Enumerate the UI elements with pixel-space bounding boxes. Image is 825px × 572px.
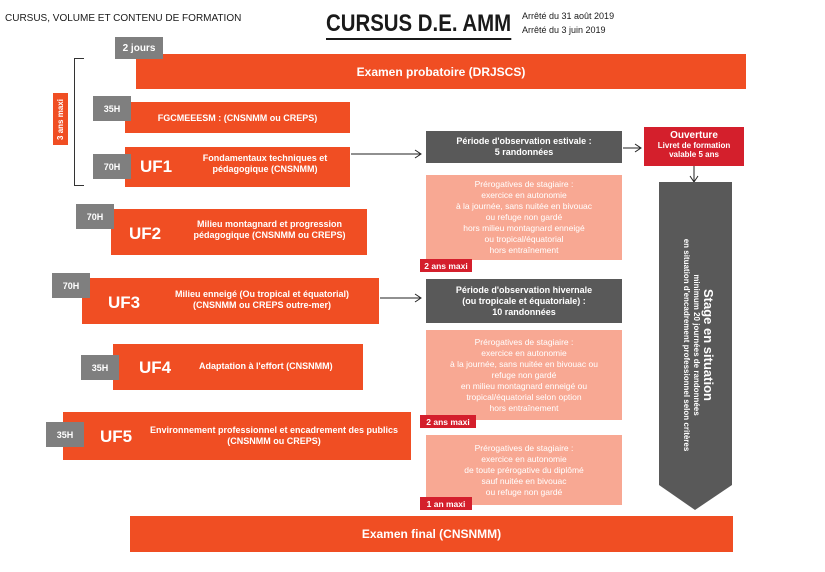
- uf5-label: Environnement professionnel et encadreme…: [149, 425, 399, 446]
- uf1-label: Fondamentaux techniques et pédagogique (…: [202, 153, 328, 174]
- exam-probatoire: Examen probatoire (DRJSCS): [136, 54, 746, 89]
- date-2: Arrêté du 3 juin 2019: [522, 25, 606, 35]
- uf1-box: UF1 Fondamentaux techniques et pédagogiq…: [125, 147, 350, 187]
- prerog1-box: Prérogatives de stagiaire : exercice en …: [426, 175, 622, 260]
- date-1: Arrêté du 31 août 2019: [522, 11, 615, 21]
- obs-hivernale-box: Période d'observation hivernale (ou trop…: [426, 279, 622, 323]
- exam-final: Examen final (CNSNMM): [130, 516, 733, 552]
- uf3-label: Milieu enneigé (Ou tropical et équatoria…: [174, 289, 350, 310]
- exam-probatoire-hours: 2 jours: [115, 37, 163, 59]
- page-title: CURSUS D.E. AMM: [326, 10, 512, 40]
- prerog3-box: Prérogatives de stagiaire : exercice en …: [426, 435, 622, 505]
- arrow-head-uf3: [414, 293, 422, 303]
- arrow-head-uf1: [414, 149, 422, 159]
- prerog3-badge: 1 an maxi: [420, 497, 472, 510]
- uf4-hours: 35H: [81, 355, 119, 380]
- prerog2-badge: 2 ans maxi: [420, 415, 476, 428]
- uf1-hours: 70H: [93, 154, 131, 179]
- uf3-hours: 70H: [52, 273, 90, 298]
- obs-estivale-box: Période d'observation estivale : 5 rando…: [426, 131, 622, 163]
- uf5-hours: 35H: [46, 422, 84, 447]
- uf5-box: UF5 Environnement professionnel et encad…: [63, 412, 411, 460]
- stage-line1: minimum 20 journées de randonnées: [692, 274, 701, 416]
- ouverture-box: Ouverture Livret de formation valable 5 …: [644, 127, 744, 166]
- stage-arrow-shape: [659, 182, 732, 510]
- uf1-code: UF1: [140, 157, 173, 176]
- uf4-code: UF4: [139, 358, 172, 377]
- stage-title: Stage en situation: [701, 289, 716, 401]
- header-top-left: CURSUS, VOLUME ET CONTENU DE FORMATION: [5, 13, 242, 24]
- ouverture-sub: Livret de formation valable 5 ans: [657, 141, 731, 159]
- prerog1-badge: 2 ans maxi: [420, 259, 472, 272]
- prerog2-box: Prérogatives de stagiaire : exercice en …: [426, 330, 622, 420]
- ouverture-title: Ouverture: [670, 130, 718, 141]
- fgcme-hours: 35H: [93, 96, 131, 121]
- uf5-code: UF5: [100, 427, 133, 446]
- stage-line2: en situation d'encadrement professionnel…: [682, 238, 691, 452]
- stage-text: Stage en situation minimum 20 journées d…: [675, 195, 716, 495]
- arrow-head-ouverture: [634, 143, 642, 153]
- uf3-box: UF3 Milieu enneigé (Ou tropical et équat…: [82, 278, 379, 324]
- uf2-label: Milieu montagnard et progression pédagog…: [193, 219, 346, 240]
- uf2-hours: 70H: [76, 204, 114, 229]
- uf4-box: UF4 Adaptation à l'effort (CNSNMM): [113, 344, 363, 390]
- uf4-label: Adaptation à l'effort (CNSNMM): [199, 361, 333, 371]
- bracket-label-box: 3 ans maxi: [53, 93, 68, 145]
- uf3-code: UF3: [108, 293, 141, 312]
- fgcme-box: FGCMEEESM : (CNSNMM ou CREPS): [125, 102, 350, 133]
- left-bracket: [74, 58, 84, 186]
- uf2-box: UF2 Milieu montagnard et progression péd…: [111, 209, 367, 255]
- uf2-code: UF2: [129, 224, 162, 243]
